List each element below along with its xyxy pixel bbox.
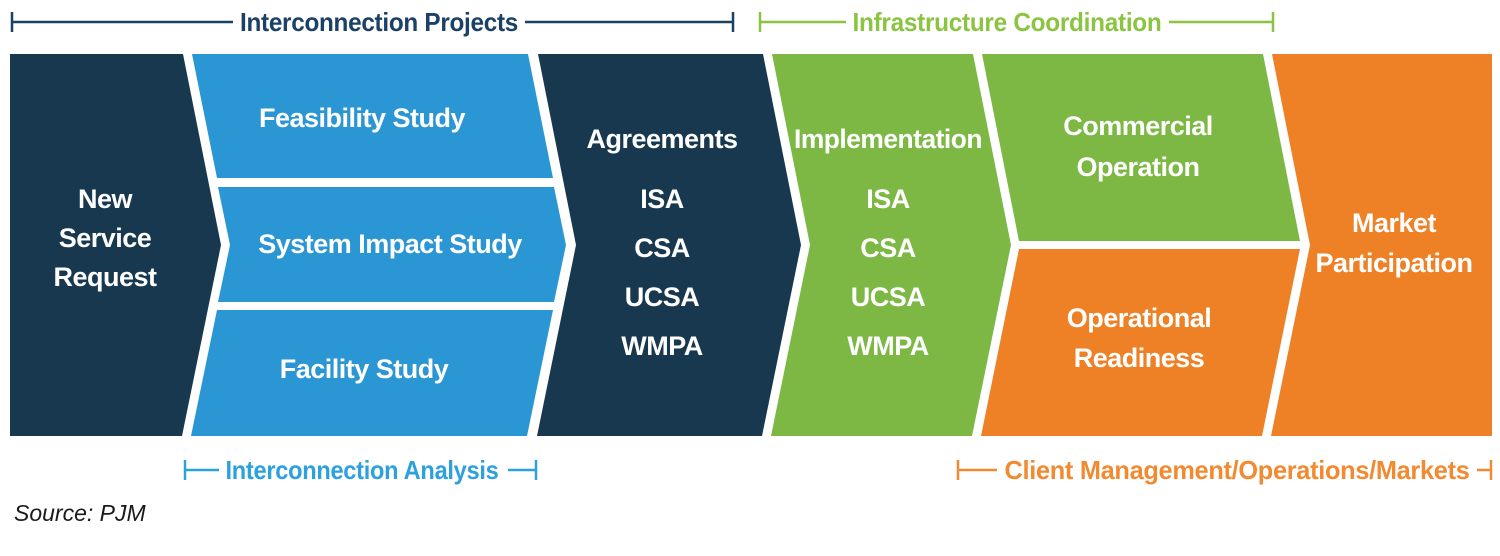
segment-operational-readiness bbox=[981, 249, 1300, 436]
bracket-infrastructure-coordination bbox=[758, 12, 1275, 32]
bracket-line bbox=[758, 12, 1275, 32]
bracket-line bbox=[10, 12, 735, 32]
market-participation-label-line1: Market bbox=[1352, 208, 1437, 238]
implementation-item-wmpa: WMPA bbox=[847, 331, 928, 361]
feasibility-study-label: Feasibility Study bbox=[259, 103, 466, 133]
new-service-request-label-line1: New bbox=[78, 184, 134, 214]
bracket-line bbox=[183, 460, 538, 480]
agreements-item-wmpa: WMPA bbox=[621, 331, 702, 361]
commercial-operation-label-line1: Commercial bbox=[1063, 111, 1213, 141]
agreements-item-isa: ISA bbox=[640, 184, 684, 214]
operational-readiness-label-line1: Operational bbox=[1067, 303, 1212, 333]
facility-study-label: Facility Study bbox=[280, 354, 449, 384]
bracket-interconnection-projects bbox=[10, 12, 735, 32]
band-feasibility-study bbox=[192, 54, 553, 178]
agreements-item-ucsa: UCSA bbox=[625, 282, 700, 312]
implementation-item-isa: ISA bbox=[866, 184, 910, 214]
bracket-label-client-management-operations-markets: Client Management/Operations/Markets bbox=[1005, 455, 1470, 485]
bracket-line bbox=[956, 460, 1493, 480]
segment-market-participation bbox=[1271, 54, 1492, 436]
bracket-label-infrastructure-coordination: Infrastructure Coordination bbox=[853, 7, 1162, 37]
agreements-item-csa: CSA bbox=[634, 233, 690, 263]
implementation-item-csa: CSA bbox=[860, 233, 916, 263]
market-participation-label-line2: Participation bbox=[1315, 248, 1472, 278]
implementation-title: Implementation bbox=[794, 124, 982, 154]
new-service-request-label-line2: Service bbox=[59, 223, 152, 253]
band-facility-study bbox=[191, 310, 553, 436]
segment-commercial-operation bbox=[982, 54, 1300, 241]
band-system-impact-study bbox=[218, 187, 566, 302]
source-note: Source: PJM bbox=[14, 500, 146, 526]
system-impact-study-label: System Impact Study bbox=[258, 229, 522, 259]
commercial-operation-label-line2: Operation bbox=[1076, 152, 1199, 182]
segment-implementation bbox=[771, 54, 1011, 436]
bracket-label-interconnection-analysis: Interconnection Analysis bbox=[226, 455, 499, 485]
agreements-title: Agreements bbox=[586, 124, 737, 154]
bracket-interconnection-analysis bbox=[183, 460, 538, 480]
new-service-request-label-line3: Request bbox=[53, 262, 157, 292]
implementation-item-ucsa: UCSA bbox=[851, 282, 926, 312]
segment-agreements bbox=[537, 54, 801, 436]
bracket-client-management-operations-markets bbox=[956, 460, 1493, 480]
operational-readiness-label-line2: Readiness bbox=[1074, 343, 1205, 373]
segment-new-service-request bbox=[10, 54, 221, 436]
bracket-label-interconnection-projects: Interconnection Projects bbox=[240, 7, 518, 37]
